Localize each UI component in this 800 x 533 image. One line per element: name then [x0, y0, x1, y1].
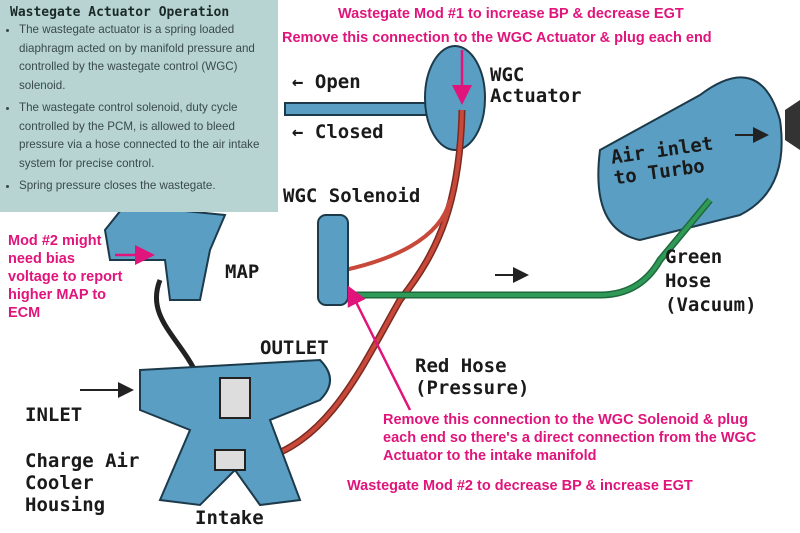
wgc-actuator-body [424, 45, 486, 151]
air-inlet-duct [597, 76, 783, 242]
info-box-title: Wastegate Actuator Operation [10, 5, 230, 20]
info-bullet: The wastegate actuator is a spring loade… [19, 21, 272, 95]
inlet-label: INLET [25, 404, 83, 426]
wgc-solenoid-label: WGC Solenoid [283, 185, 421, 207]
turbo-edge [785, 100, 800, 150]
map-mod-note: Mod #2 might need bias voltage to report… [8, 233, 123, 321]
solenoid-pointer [347, 285, 412, 411]
info-bullet: The wastegate control solenoid, duty cyc… [19, 99, 272, 173]
mod2-title: Wastegate Mod #2 to decrease BP & increa… [347, 478, 693, 494]
map-label: MAP [225, 261, 260, 283]
red-hose-label: Red Hose (Pressure) [415, 355, 530, 399]
red-hose-solenoid [344, 199, 452, 272]
wgc-actuator-label: WGC Actuator [490, 64, 582, 107]
actuator-rod [284, 102, 436, 116]
solenoid-remove-note: Remove this connection to the WGC Soleno… [383, 412, 757, 464]
intake-label: Intake [195, 507, 264, 529]
info-box: Wastegate Actuator Operation The wastega… [0, 0, 278, 212]
open-label: ← Open [292, 71, 361, 93]
mod1-detail: Remove this connection to the WGC Actuat… [282, 30, 712, 46]
outlet-label: OUTLET [260, 337, 329, 359]
map-sensor [103, 203, 227, 301]
wgc-solenoid-body [317, 214, 349, 306]
green-hose-label: Green Hose (Vacuum) [665, 246, 757, 316]
mod1-title: Wastegate Mod #1 to increase BP & decrea… [338, 6, 684, 22]
charge-air-housing [139, 358, 331, 507]
info-bullet: Spring pressure closes the wastegate. [19, 177, 272, 196]
charge-air-label: Charge Air Cooler Housing [25, 450, 140, 516]
closed-label: ← Closed [292, 121, 384, 143]
